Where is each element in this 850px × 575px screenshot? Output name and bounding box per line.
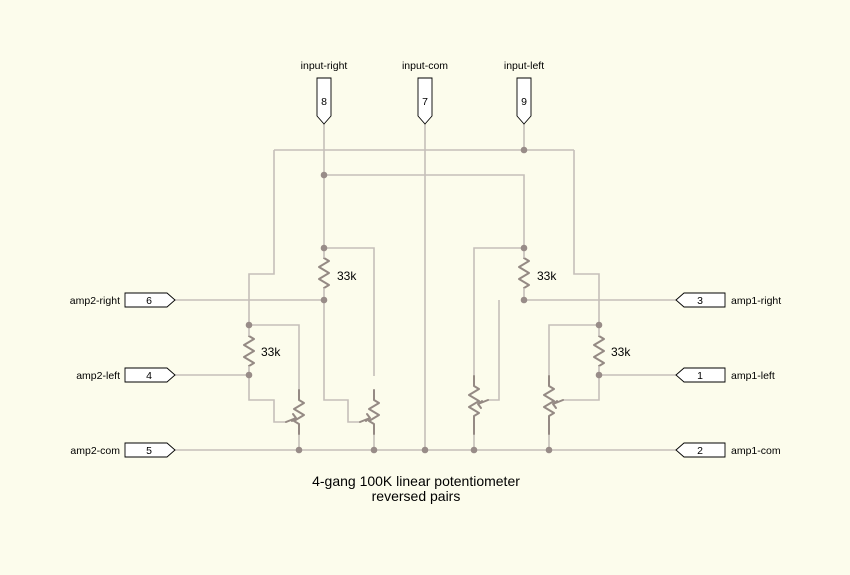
port-amp1-com[interactable]: 2 amp1-com (675, 442, 781, 458)
port-number: 9 (521, 96, 527, 108)
resistor-label: 33k (537, 269, 557, 283)
port-amp2-right[interactable]: amp2-right 6 (70, 292, 176, 308)
wire-amp1-left-pot (548, 324, 599, 376)
wire-pot1-top (249, 324, 300, 400)
caption: 4-gang 100K linear potentiometer reverse… (312, 473, 520, 504)
wire-amp1-right-pot (473, 247, 524, 376)
port-number: 6 (146, 295, 152, 307)
port-label: amp1-com (731, 445, 781, 457)
wire-left-bus-down-right (573, 150, 600, 325)
port-amp1-left[interactable]: 1 amp1-left (675, 367, 775, 383)
port-number: 4 (146, 370, 152, 382)
potentiometer-1 (285, 389, 305, 435)
resistor-label: 33k (611, 345, 631, 359)
port-input-right[interactable]: input-right 8 (301, 60, 348, 125)
port-number: 2 (697, 445, 703, 457)
potentiometer-3 (468, 375, 489, 435)
port-label: input-com (402, 60, 448, 72)
resistor-label: 33k (337, 269, 357, 283)
potentiometer-2 (359, 389, 380, 435)
port-input-left[interactable]: input-left 9 (504, 60, 544, 125)
wires (174, 124, 676, 451)
port-label: input-left (504, 60, 544, 72)
port-amp2-left[interactable]: amp2-left 4 (76, 367, 176, 383)
resistors (243, 248, 605, 375)
resistor-amp2-left (243, 335, 255, 367)
port-amp2-com[interactable]: amp2-com 5 (70, 442, 176, 458)
port-label: amp2-right (70, 295, 120, 307)
resistor-amp1-left (593, 335, 605, 367)
port-amp1-right[interactable]: 3 amp1-right (675, 292, 781, 308)
port-label: amp1-right (731, 295, 781, 307)
port-label: amp2-left (76, 370, 120, 382)
resistor-amp1-right (518, 257, 530, 289)
caption-line-1: 4-gang 100K linear potentiometer (312, 473, 520, 489)
wire-pot4-wiper (563, 375, 600, 401)
port-number: 7 (422, 96, 428, 108)
wire-pot1-wiper (248, 375, 286, 423)
resistor-in-right (318, 257, 330, 289)
port-label: amp2-com (70, 445, 120, 457)
wire-pot2-wiper-left (323, 300, 360, 423)
caption-line-2: reversed pairs (372, 488, 461, 504)
potentiometer-4 (543, 375, 564, 435)
wire-in-right-junction (324, 247, 375, 376)
port-number: 1 (697, 370, 703, 382)
junctions (245, 146, 603, 454)
wire-left-bus-down-left (248, 150, 275, 325)
port-number: 8 (321, 96, 327, 108)
port-label: amp1-left (731, 370, 775, 382)
port-input-com[interactable]: input-com 7 (402, 60, 448, 125)
wire-pot3-wiper (488, 300, 500, 401)
port-number: 5 (146, 445, 152, 457)
resistor-label: 33k (261, 345, 281, 359)
wire-right-bus (324, 174, 525, 248)
port-number: 3 (697, 295, 703, 307)
port-label: input-right (301, 60, 348, 72)
potentiometers (285, 375, 564, 435)
